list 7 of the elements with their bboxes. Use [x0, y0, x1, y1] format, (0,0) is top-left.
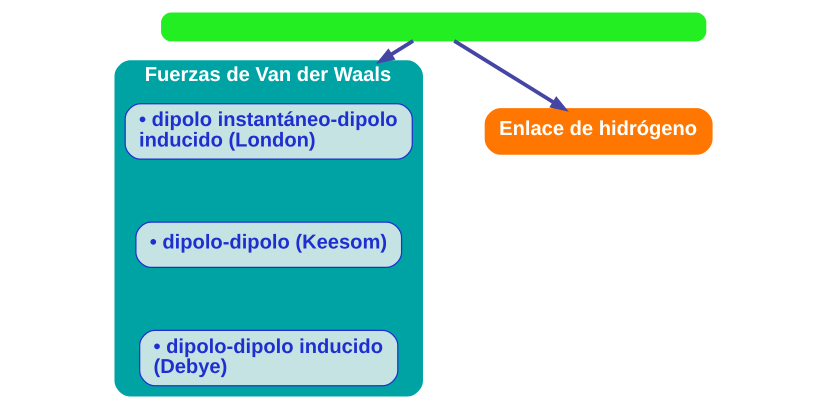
node-box: • dipolo instantáneo-dipolo inducido (London): [124, 103, 412, 160]
node-box: • dipolo-dipolo inducido (Debye): [138, 330, 398, 386]
arrow: [375, 39, 414, 64]
node-box: • dipolo-dipolo (Keesom): [134, 221, 402, 268]
arrow: [452, 39, 568, 112]
node-box: [160, 12, 706, 42]
node-box: Enlace de hidrógeno: [484, 108, 712, 155]
